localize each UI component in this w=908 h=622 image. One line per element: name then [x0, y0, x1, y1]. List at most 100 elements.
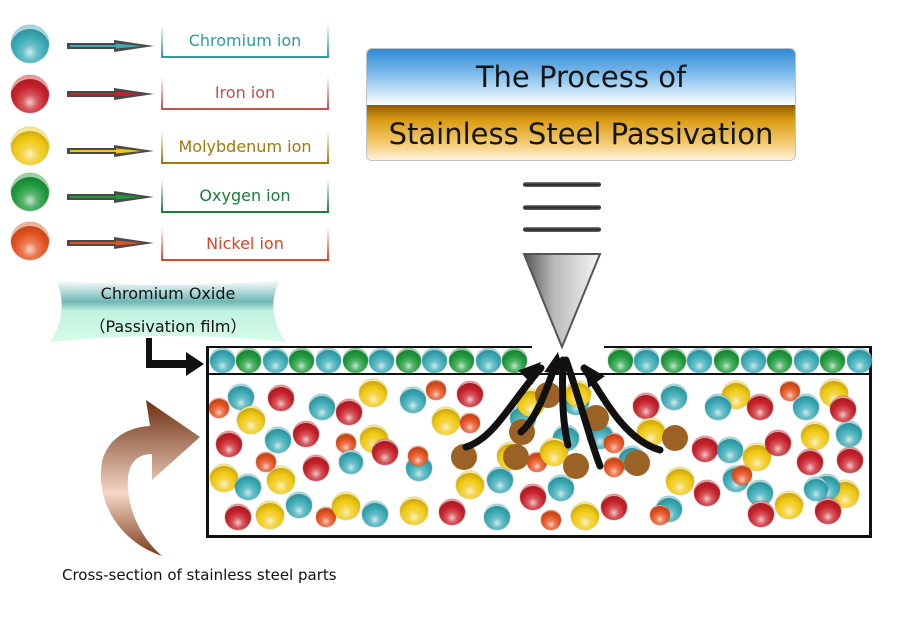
chromium-ion: [315, 347, 341, 373]
chromium-ion: [369, 347, 395, 373]
oxygen-ion: [607, 347, 633, 373]
oxygen-ion: [713, 347, 739, 373]
process-line: [523, 182, 601, 187]
oxygen-ion: [820, 347, 846, 373]
oxygen-ion: [767, 347, 793, 373]
chromium-ion: [265, 427, 291, 453]
pointer-arrow-icon: [146, 338, 204, 376]
iron-ion: [303, 455, 329, 481]
iron-ion: [601, 494, 627, 520]
nickel-ion: [336, 433, 356, 453]
oxygen-ion: [236, 347, 262, 373]
film-top-border-right: [604, 346, 872, 348]
molybdenum-ion: [666, 467, 694, 495]
molybdenum-ion: [359, 379, 387, 407]
oxide-label-shape: [50, 280, 286, 342]
molybdenum-ion: [432, 407, 460, 435]
iron-ion: [439, 499, 465, 525]
title-banner: The Process of Stainless Steel Passivati…: [366, 48, 796, 161]
molybdenum-ion: [267, 466, 295, 494]
nickel-ion: [256, 452, 276, 472]
oxygen-ion: [660, 347, 686, 373]
chromium-ion-ball-icon: [11, 25, 49, 63]
iron-ion-ball-icon: [11, 75, 49, 113]
molybdenum-ion: [540, 438, 568, 466]
chromium-ion: [309, 394, 335, 420]
reaction-particle: [451, 444, 477, 470]
chromium-ion: [740, 347, 766, 373]
iron-ion: [837, 447, 863, 473]
chromium-ion: [362, 501, 388, 527]
chromium-ion: [793, 347, 819, 373]
chromium-ion: [228, 384, 254, 410]
nickel-ion: [604, 457, 624, 477]
iron-ion: [692, 436, 718, 462]
oxygen-ion: [289, 347, 315, 373]
process-line: [523, 205, 601, 210]
oxygen-ion: [448, 347, 474, 373]
arrow-right-icon: [67, 145, 154, 157]
legend-label-nickel: Nickel ion: [161, 228, 329, 261]
nickel-ion: [209, 398, 229, 418]
chromium-ion: [400, 387, 426, 413]
molybdenum-ion: [456, 471, 484, 499]
reaction-arrow: [559, 356, 572, 449]
nickel-ion: [426, 380, 446, 400]
reaction-particle: [503, 444, 529, 470]
arrowhead-icon: [544, 352, 565, 376]
nickel-ion: [732, 465, 752, 485]
nickel-ion-ball-icon: [11, 222, 49, 260]
iron-ion: [336, 399, 362, 425]
iron-ion: [293, 421, 319, 447]
legend-label-oxygen: Oxygen ion: [161, 180, 329, 213]
chromium-ion: [422, 347, 448, 373]
chromium-ion: [475, 347, 501, 373]
process-cone-icon: [522, 182, 602, 350]
chromium-ion: [687, 347, 713, 373]
chromium-oxide-label: Chromium Oxide （Passivation film）: [50, 278, 286, 344]
molybdenum-ion: [775, 491, 803, 519]
chromium-ion: [548, 475, 574, 501]
reaction-arrow: [562, 356, 604, 470]
chromium-ion: [717, 437, 743, 463]
chromium-ion: [262, 347, 288, 373]
iron-ion: [815, 498, 841, 524]
arrow-right-icon: [67, 40, 154, 52]
iron-ion: [747, 394, 773, 420]
oxygen-ion: [395, 347, 421, 373]
chromium-ion: [661, 384, 687, 410]
cone: [522, 253, 602, 350]
nickel-ion: [780, 381, 800, 401]
chromium-ion: [286, 492, 312, 518]
film-left-border: [206, 346, 209, 376]
iron-ion: [216, 431, 242, 457]
chromium-ion: [793, 394, 819, 420]
curved-arrow-icon: [100, 400, 200, 556]
film-top-border-left: [206, 346, 532, 348]
chromium-ion: [484, 504, 510, 530]
reaction-particle: [563, 453, 589, 479]
nickel-ion: [541, 510, 561, 530]
iron-ion: [372, 439, 398, 465]
iron-ion: [694, 480, 720, 506]
iron-ion: [268, 385, 294, 411]
chromium-ion: [634, 347, 660, 373]
oxygen-ion-ball-icon: [11, 173, 49, 211]
reaction-particle: [624, 450, 650, 476]
chromium-ion: [487, 467, 513, 493]
legend-label-iron: Iron ion: [161, 77, 329, 110]
chromium-ion: [705, 394, 731, 420]
title-line-2: Stainless Steel Passivation: [367, 105, 795, 160]
arrow-right-icon: [67, 88, 154, 100]
reaction-particle: [662, 425, 688, 451]
process-line: [523, 227, 601, 232]
caption: Cross-section of stainless steel parts: [62, 566, 337, 584]
iron-ion: [765, 430, 791, 456]
oxide-label-line-2: （Passivation film）: [89, 317, 247, 336]
nickel-ion: [604, 433, 624, 453]
molybdenum-ion: [571, 502, 599, 530]
oxygen-ion: [502, 347, 528, 373]
iron-ion: [457, 381, 483, 407]
oxide-label-line-1: Chromium Oxide: [100, 284, 236, 303]
